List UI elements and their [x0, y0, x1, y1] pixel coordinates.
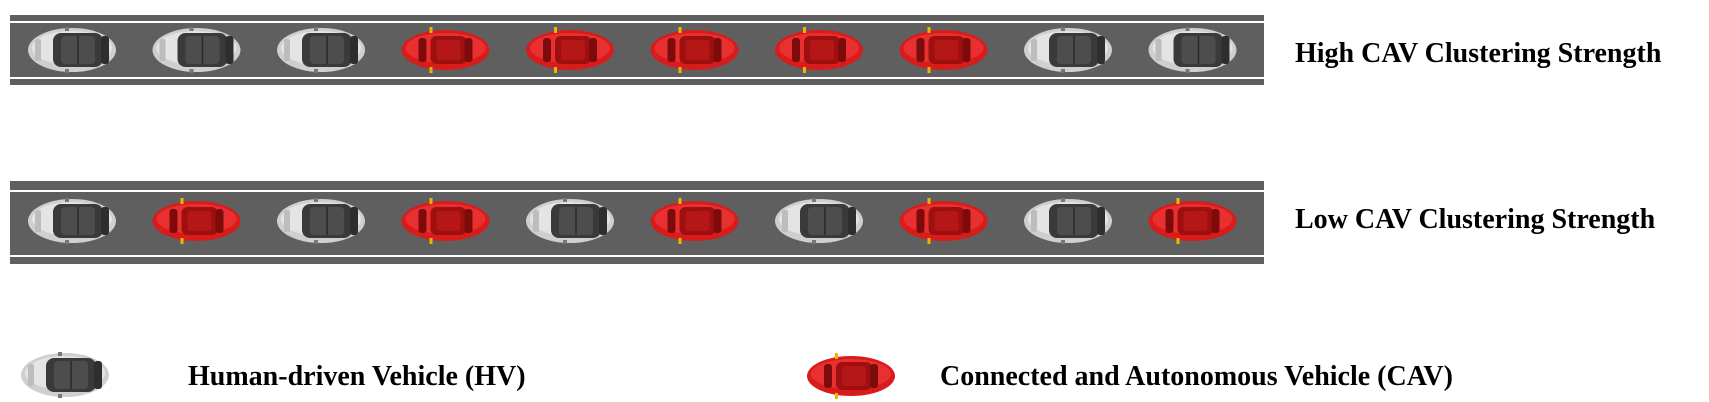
lane-line-bottom-low [10, 255, 1264, 257]
legend-hv-label: Human-driven Vehicle (HV) [188, 361, 526, 392]
hv-legend-icon [20, 351, 110, 399]
lane-line-bottom-high [10, 77, 1264, 79]
row-label-low: Low CAV Clustering Strength [1295, 204, 1656, 235]
row-high-clustering: High CAV Clustering Strength [10, 15, 1662, 85]
cav-legend-icon [807, 353, 895, 399]
lane-line-top-high [10, 21, 1264, 23]
legend-cav-label: Connected and Autonomous Vehicle (CAV) [940, 361, 1453, 392]
legend: Human-driven Vehicle (HV) Connected and … [20, 351, 1453, 399]
row-low-clustering: Low CAV Clustering Strength [10, 181, 1656, 264]
row-label-high: High CAV Clustering Strength [1295, 38, 1662, 69]
lane-line-top-low [10, 190, 1264, 192]
